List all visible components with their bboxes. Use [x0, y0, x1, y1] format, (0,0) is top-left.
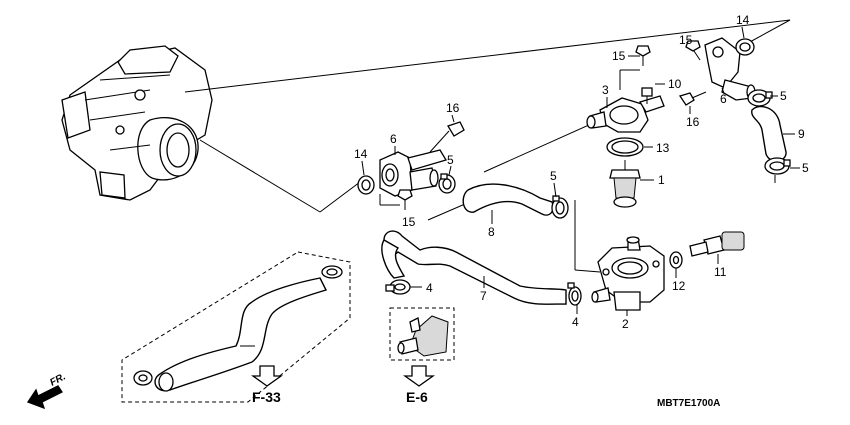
o-ring-14-left: [357, 175, 375, 195]
callout-3: 3: [602, 83, 609, 97]
callout-12: 12: [672, 279, 686, 293]
engine-block: [61, 45, 213, 201]
o-ring-14-right: [735, 38, 755, 56]
reference-box-right: [389, 307, 455, 361]
bolt-16-left: [429, 121, 465, 153]
callout-15-left: 15: [402, 215, 416, 229]
callout-14-right: 14: [736, 13, 750, 27]
front-direction-label: FR.: [48, 371, 67, 388]
thermostat: [609, 160, 641, 208]
callout-8: 8: [488, 225, 495, 239]
reference-label-right: E-6: [406, 389, 428, 405]
bolt-15-center: [635, 45, 651, 66]
callout-duplicates: 15: [679, 33, 693, 47]
callout-15-center: 15: [612, 49, 626, 63]
callout-6-right: 6: [720, 92, 727, 106]
hose-clamp-upper-right: [747, 89, 773, 107]
callout-6-left: 6: [390, 132, 397, 146]
callout-14-left: 14: [354, 147, 368, 161]
callout-16-right: 16: [686, 115, 700, 129]
o-ring-13: [606, 137, 644, 157]
hose-clamp-7: [567, 282, 582, 306]
callout-15-right: 15: [679, 33, 693, 47]
washer-12: [669, 251, 683, 269]
callout-4-left: 4: [426, 281, 433, 295]
bolt-16-right: [678, 91, 707, 106]
reference-label-left: F-33: [252, 389, 281, 405]
diagram-code: MBT7E1700A: [657, 398, 720, 409]
callout-10: 10: [668, 77, 682, 91]
callout-7: 7: [480, 289, 487, 303]
thermostat-cover: [586, 95, 665, 133]
hose-8: [462, 183, 554, 216]
bolt-15-right: [685, 40, 701, 61]
callout-5-hose8: 5: [550, 169, 557, 183]
callout-16-left: 16: [446, 101, 460, 115]
hose-clamp-4-left: [385, 279, 411, 295]
callout-numbers: 1 2 3 4 4 5 5 5 5 6 6 7 8 9 10 11 12 13: [354, 13, 809, 331]
hose-clamp-lower-right: [764, 157, 791, 175]
hose-7: [381, 230, 567, 305]
ref-arrow-left: [250, 365, 284, 387]
leader-lines: [184, 19, 791, 273]
water-joint: [379, 149, 447, 197]
thermostat-housing: [591, 236, 665, 311]
callout-5-upper: 5: [780, 89, 787, 103]
hose-clamp-joint: [438, 173, 456, 194]
front-direction-arrow-icon: [27, 385, 63, 410]
callout-1: 1: [658, 173, 665, 187]
air-bleed-bolt: [641, 87, 653, 104]
callout-5-joint: 5: [447, 153, 454, 167]
callout-2: 2: [622, 317, 629, 331]
callout-11: 11: [714, 265, 727, 279]
callout-9: 9: [798, 127, 805, 141]
callout-5-lower: 5: [802, 161, 809, 175]
temperature-sensor: [689, 231, 745, 257]
hose-clamp-8: [551, 195, 569, 219]
callout-13: 13: [656, 141, 670, 155]
ref-arrow-right: [402, 365, 436, 387]
reference-box-left: [121, 251, 351, 403]
bolt-15-left: [397, 189, 413, 210]
hose-9: [751, 105, 787, 162]
callout-4-right: 4: [572, 315, 579, 329]
